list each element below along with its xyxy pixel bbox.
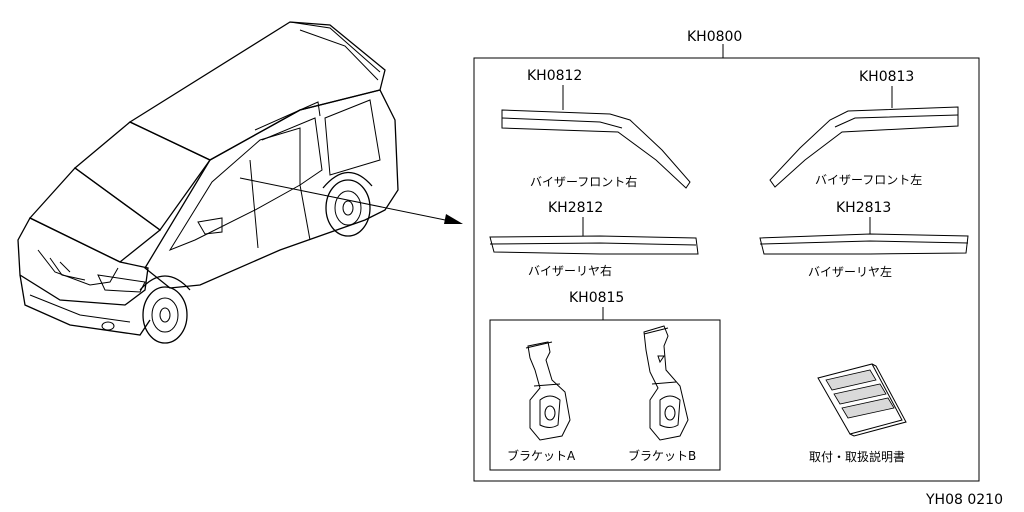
part-label-kh0813: バイザーフロント左 (815, 172, 922, 187)
instruction-manual: 取付・取扱説明書 (809, 363, 907, 464)
part-label-kh2812: バイザーリヤ右 (528, 263, 612, 278)
visor-front-right: KH0812 バイザーフロント右 (501, 68, 691, 189)
part-code-kh0813: KH0813 (859, 69, 914, 85)
bracket-box (489, 319, 721, 471)
part-code-kh2813: KH2813 (836, 200, 891, 216)
bracket-a-label: ブラケットA (507, 448, 576, 463)
part-label-kh0812: バイザーフロント右 (530, 174, 637, 189)
vehicle-illustration (17, 21, 463, 344)
bracket-b-label: ブラケットB (628, 448, 696, 463)
bracket-set: KH0815 ブラケットA ブラケットB (489, 290, 721, 471)
part-code-kh0812: KH0812 (527, 68, 582, 84)
part-label-kh2813: バイザーリヤ左 (808, 264, 892, 279)
visor-rear-right: KH2812 バイザーリヤ右 (489, 200, 699, 278)
drawing-number: YH08 0210 (925, 492, 1003, 508)
part-code-kh2812: KH2812 (548, 200, 603, 216)
kit-code-label: KH0800 (687, 29, 742, 45)
part-code-kh0815: KH0815 (569, 290, 624, 306)
visor-rear-left: KH2813 バイザーリヤ左 (759, 200, 969, 279)
bracket-a: ブラケットA (507, 341, 576, 463)
visor-front-left: KH0813 バイザーフロント左 (769, 69, 959, 188)
kit-box (473, 57, 980, 482)
bracket-b: ブラケットB (628, 325, 696, 463)
manual-label: 取付・取扱説明書 (809, 449, 905, 464)
